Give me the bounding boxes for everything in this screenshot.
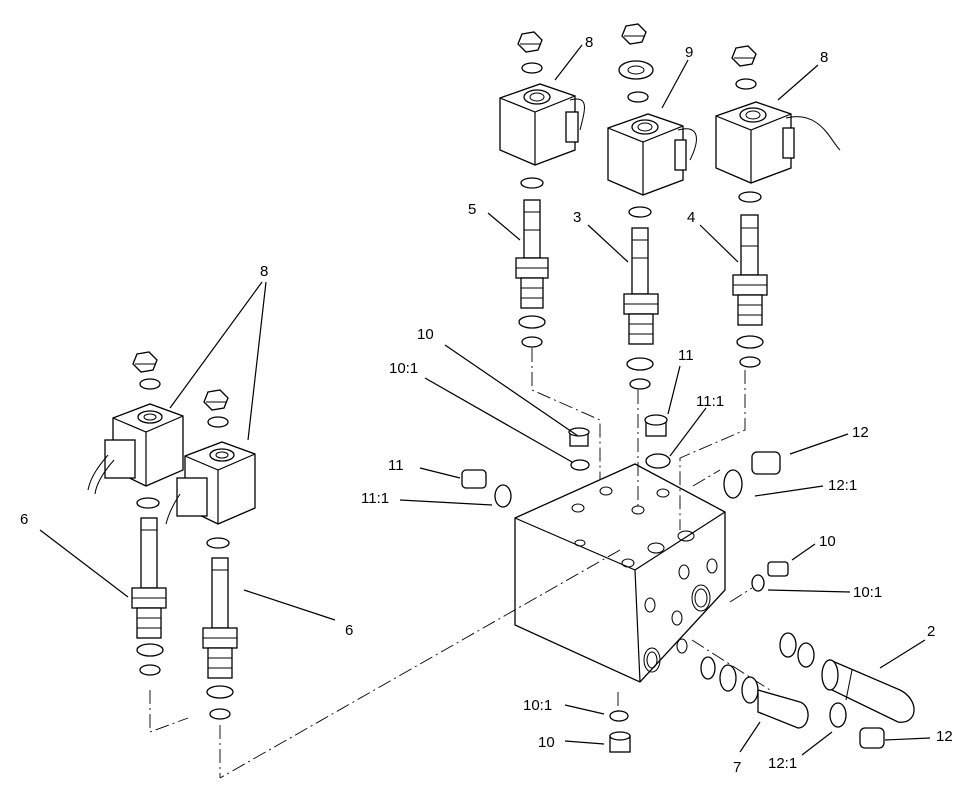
callout-3: 3: [573, 209, 581, 226]
plug-10-top: [568, 427, 590, 471]
valve-stack-5: [499, 31, 585, 348]
callout-6-right: 6: [345, 622, 353, 639]
callout-8-left: 8: [260, 263, 268, 280]
callout-11-left: 11: [388, 457, 404, 474]
callout-10-top: 10: [417, 326, 434, 343]
plug-10-bottom: [609, 710, 631, 753]
valve-stack-6-left: [87, 351, 184, 676]
callout-12-1-bottom: 12:1: [768, 755, 797, 772]
callout-12-top: 12: [852, 424, 869, 441]
plug-12-bottom: [829, 702, 885, 749]
seals-2: [779, 632, 815, 668]
valve-stack-3: [607, 23, 697, 390]
callout-5: 5: [468, 201, 476, 218]
callout-11-1-top: 11:1: [696, 393, 724, 410]
valve-stack-4: [715, 45, 841, 368]
callout-11-top: 11: [678, 347, 694, 364]
callout-12-bottom: 12: [936, 728, 953, 745]
callout-8-top-left: 8: [585, 34, 593, 51]
callout-6-left: 6: [20, 511, 28, 528]
callout-12-1-top: 12:1: [828, 477, 857, 494]
leader-lines: [39, 44, 931, 756]
manifold-block: [514, 463, 726, 683]
callout-7: 7: [733, 759, 741, 776]
plug-11-left: [461, 469, 512, 508]
relief-valve-2: [821, 658, 915, 723]
centerlines: [149, 348, 771, 779]
callout-11-1-left: 11:1: [361, 490, 389, 507]
callout-2: 2: [927, 623, 935, 640]
plug-11-top: [644, 414, 671, 469]
valve-7: [700, 656, 809, 729]
callout-10-1-top: 10:1: [389, 360, 418, 377]
callout-8-top-right: 8: [820, 49, 828, 66]
callout-10-1-bottom: 10:1: [523, 697, 552, 714]
plug-10-right: [751, 561, 789, 592]
callout-labels: 8 9 8 5 3 4 8 10 10:1 11 11:1 11 11:1 12…: [20, 34, 953, 776]
callout-10-1-right: 10:1: [853, 584, 882, 601]
callout-10-bottom: 10: [538, 734, 555, 751]
valve-stack-6-right: [165, 389, 256, 720]
callout-4: 4: [687, 209, 695, 226]
callout-10-right: 10: [819, 533, 836, 550]
callout-9: 9: [685, 44, 693, 61]
plug-12-top: [723, 451, 781, 499]
